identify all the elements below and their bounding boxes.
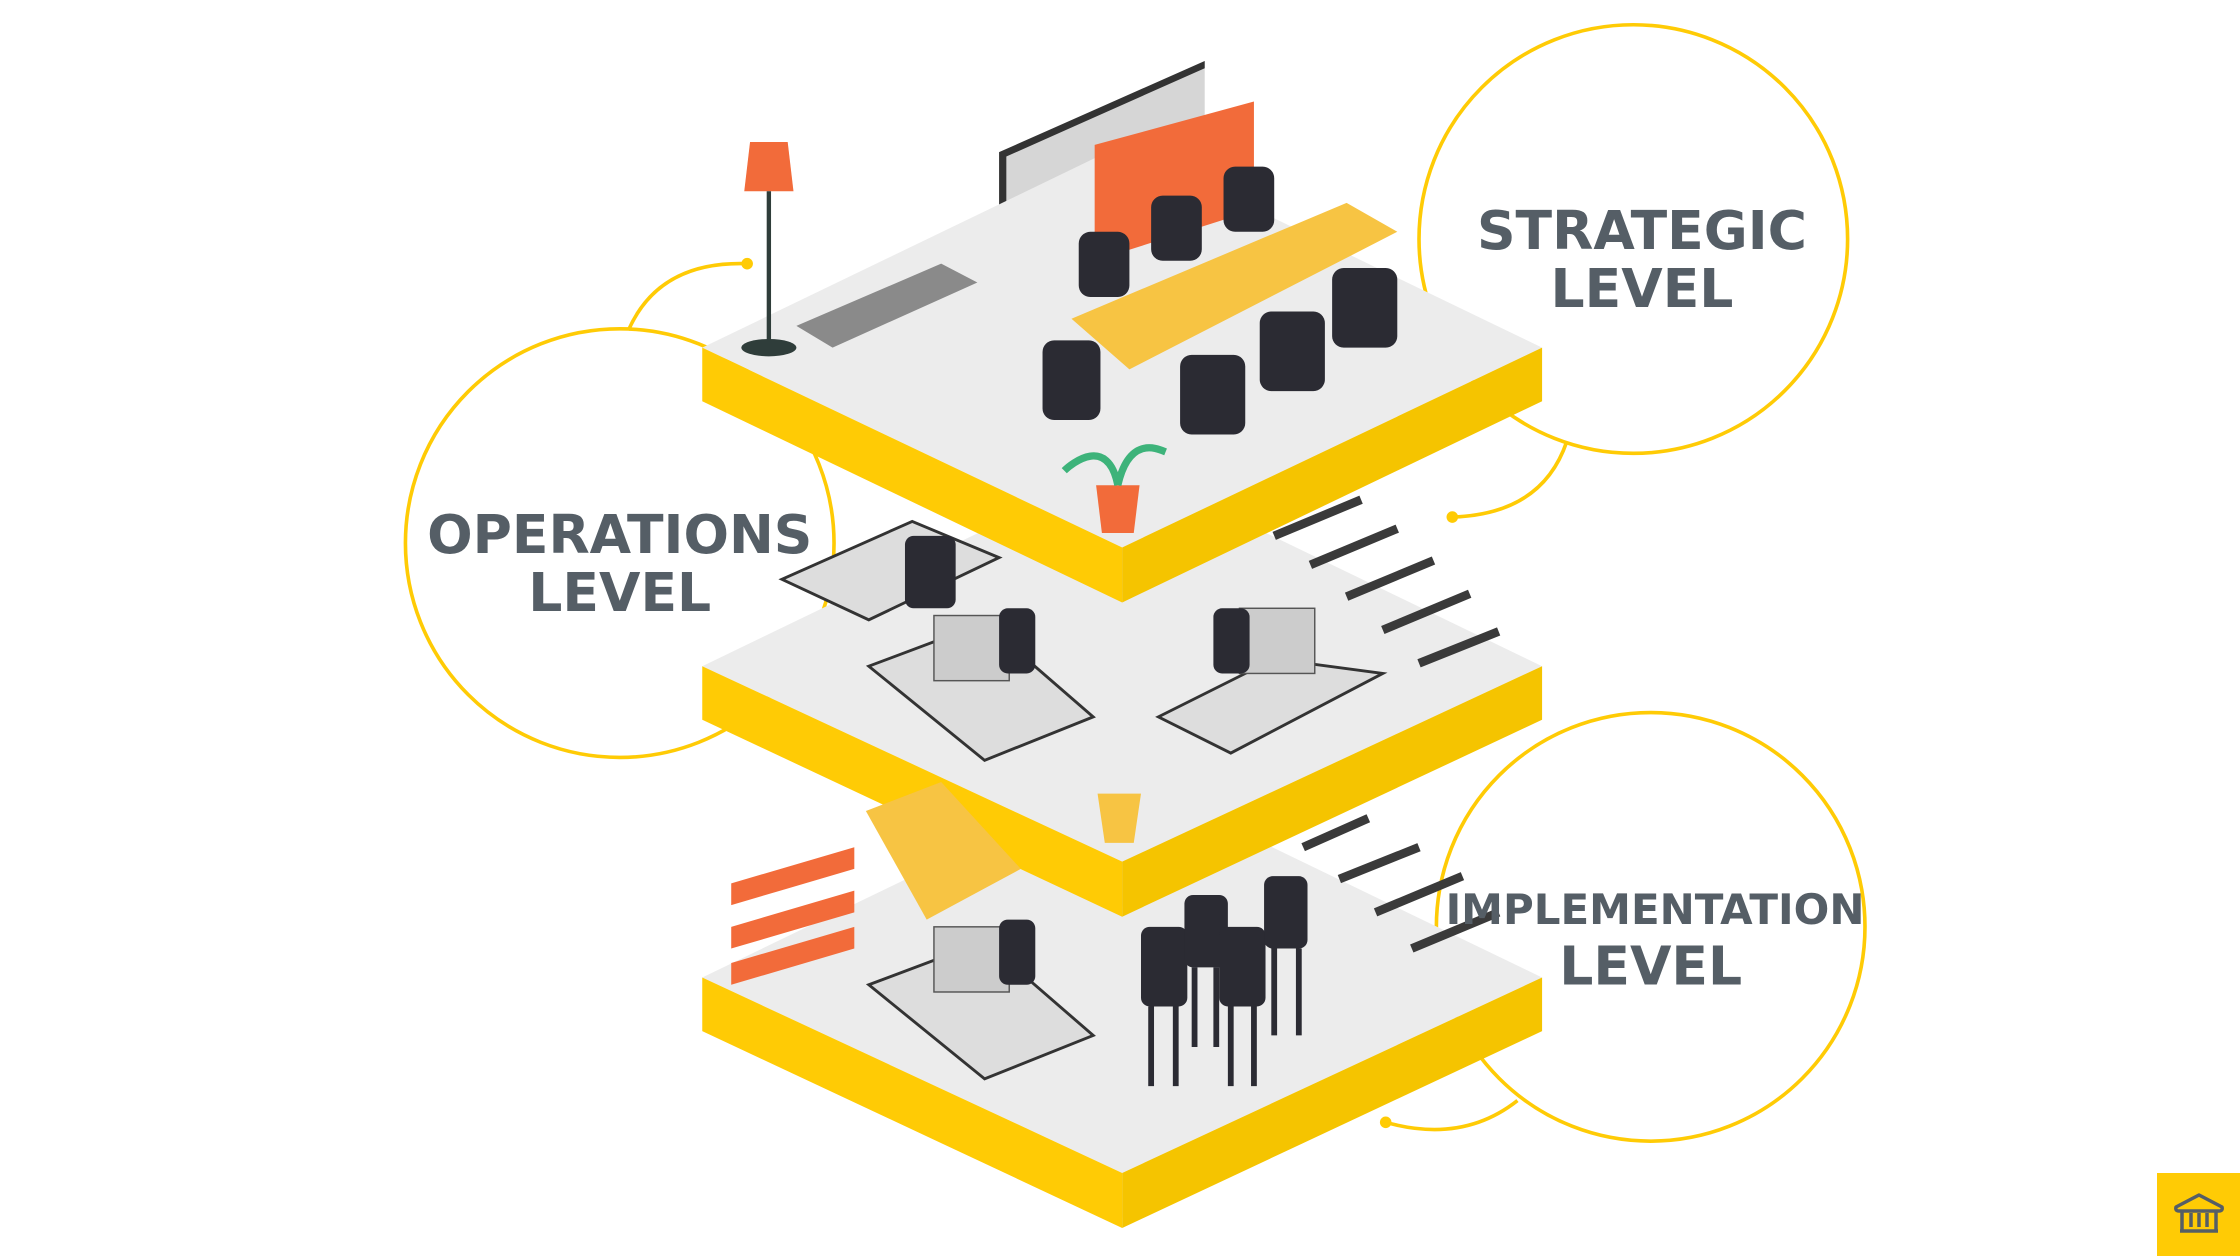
operations-circle	[403, 327, 836, 760]
desk-implementation	[865, 919, 1096, 1081]
floor-implementation	[702, 774, 1543, 1229]
floor-operations	[702, 463, 1543, 917]
wastebasket	[1097, 793, 1141, 843]
people-standing	[1140, 876, 1308, 1087]
shelf-unit	[731, 847, 855, 985]
strategic-connector	[1452, 441, 1569, 519]
home-button[interactable]	[2157, 1173, 2240, 1256]
bank-icon	[2173, 1192, 2224, 1233]
plant	[1061, 444, 1167, 533]
people-meeting	[1042, 166, 1398, 435]
implementation-label-line1: IMPLEMENTATION	[1446, 885, 1865, 934]
meeting-table	[1071, 202, 1398, 370]
stairs	[1272, 495, 1501, 953]
operations-label-line1: OPERATIONS	[427, 503, 812, 566]
floor-vent	[796, 263, 978, 348]
operations-connector	[626, 261, 748, 331]
strategic-label-line2: LEVEL	[1551, 257, 1734, 320]
desks-operations	[778, 519, 1388, 762]
connector-dot	[1379, 1116, 1392, 1129]
implementation-connector	[1385, 1099, 1519, 1132]
bookshelf	[1094, 101, 1254, 261]
implementation-label-line2: LEVEL	[1559, 935, 1742, 998]
strategic-circle	[1417, 22, 1850, 456]
strategic-label-line1: STRATEGIC	[1477, 199, 1807, 262]
connector-dot	[1446, 511, 1459, 523]
strategic-level-callout: STRATEGIC LEVEL	[1417, 22, 1850, 523]
operations-level-callout	[403, 257, 836, 760]
connector-dot	[741, 257, 753, 270]
operations-label-line2: LEVEL	[528, 561, 711, 624]
sofa	[865, 782, 1021, 920]
floor-lamp	[741, 142, 797, 357]
